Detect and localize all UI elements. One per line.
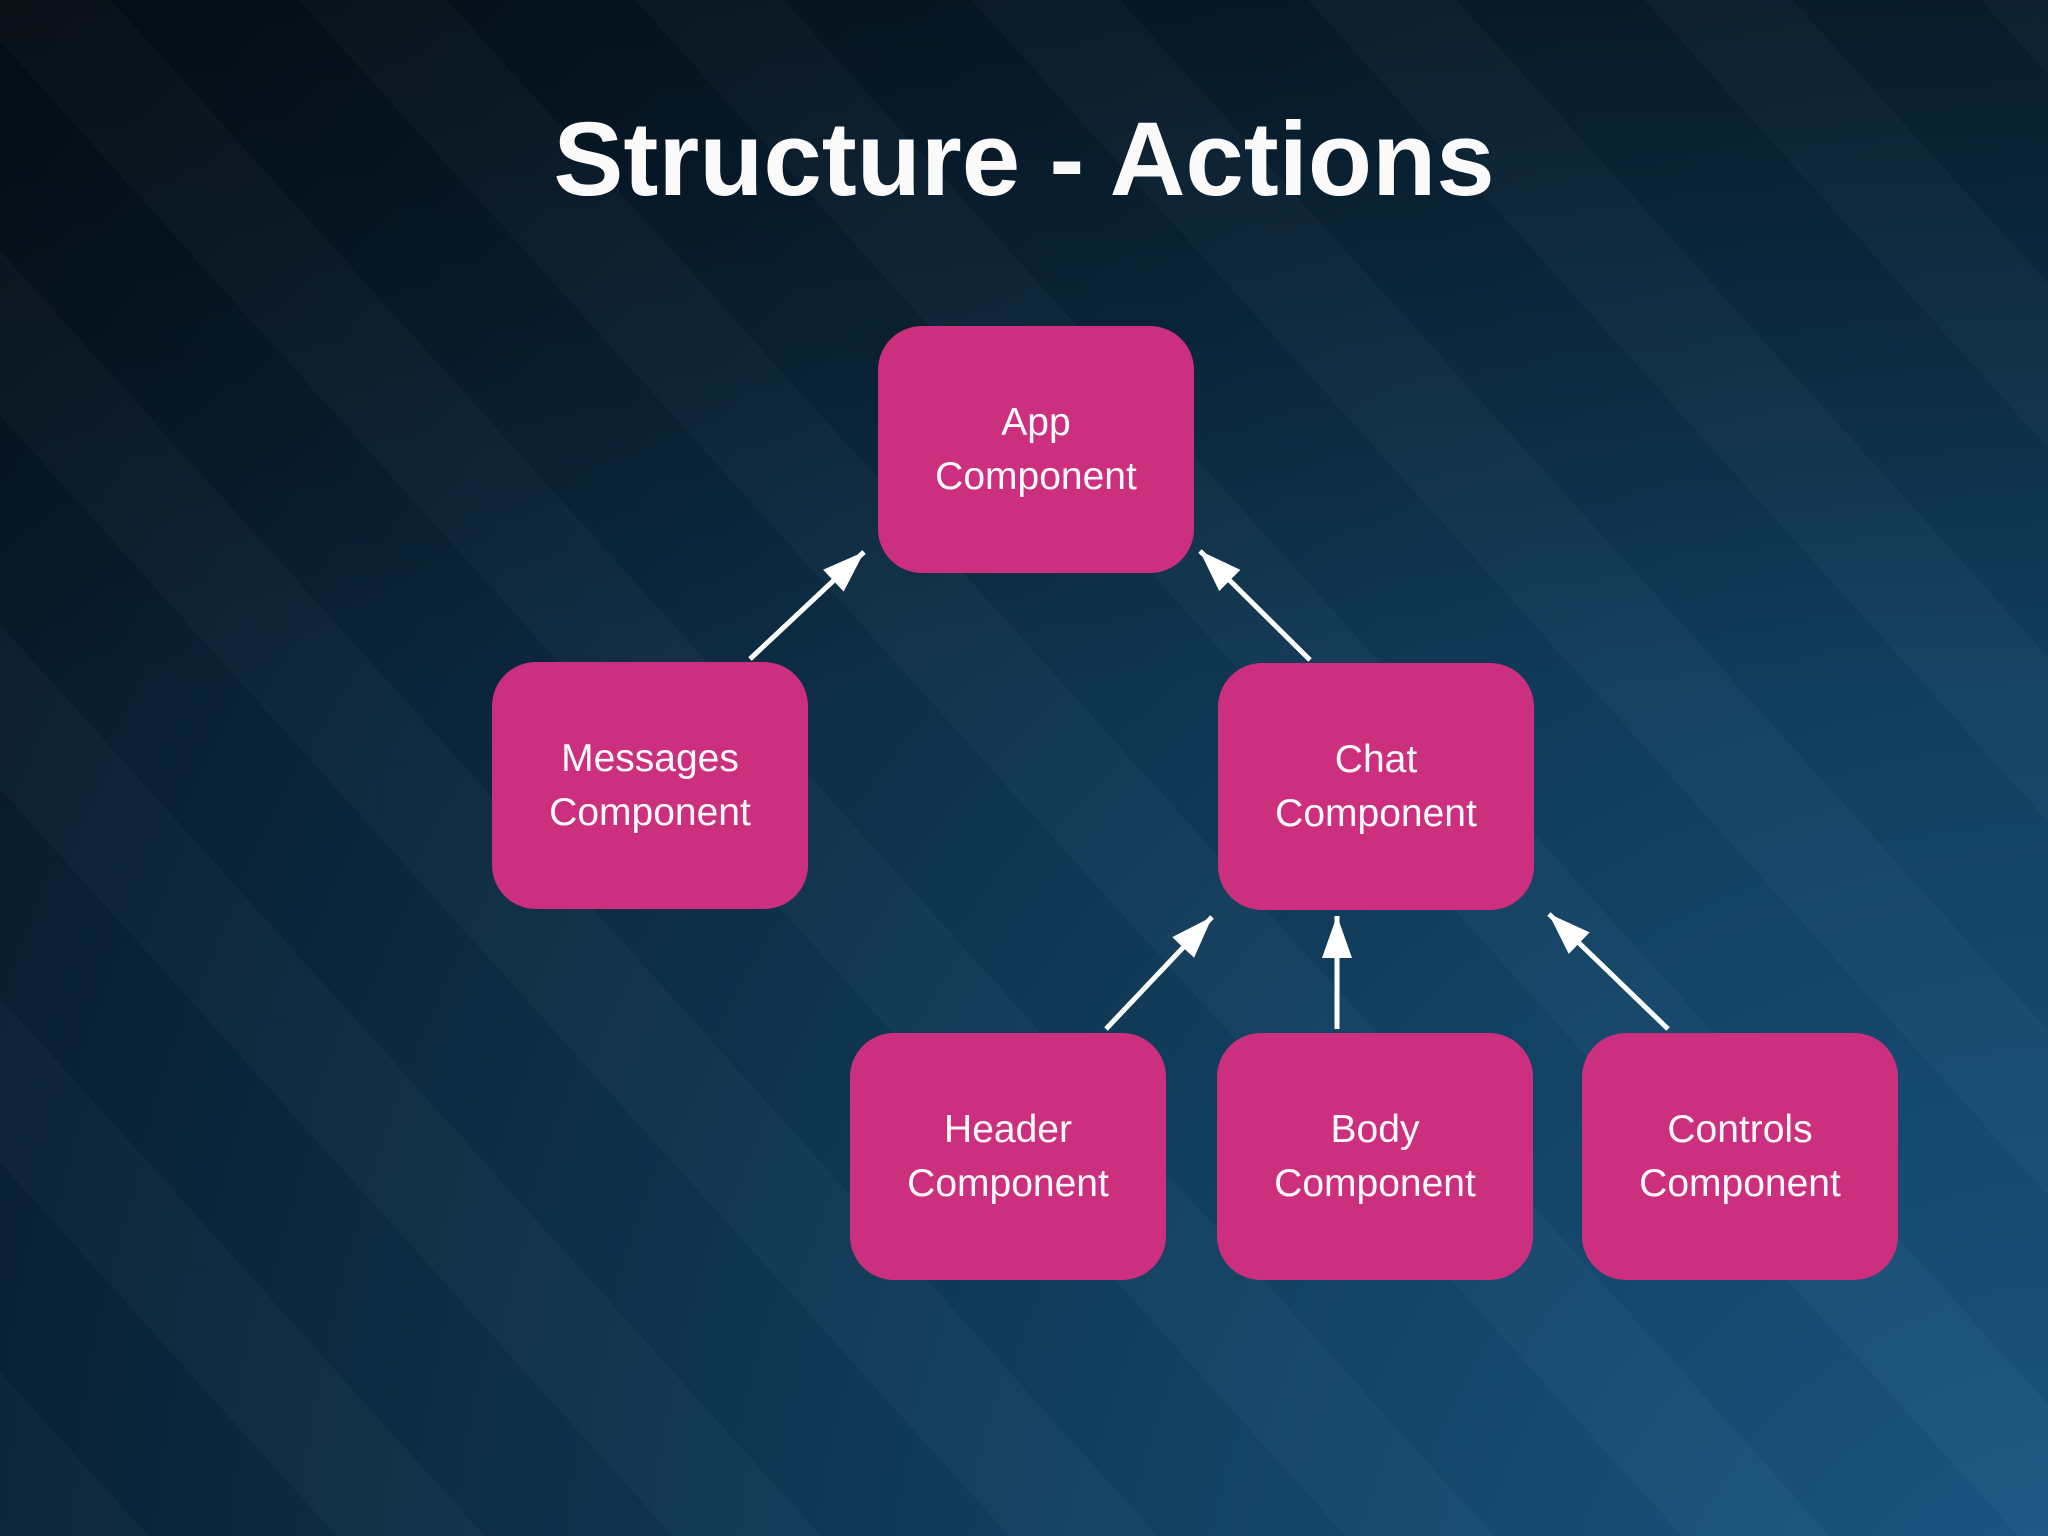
node-chat-label-line1: Chat: [1334, 737, 1418, 781]
node-messages-label-line2: Component: [549, 790, 751, 834]
node-controls-label-line1: Controls: [1667, 1107, 1813, 1151]
node-controls-component: Controls Component: [1582, 1033, 1898, 1280]
node-chat-component: Chat Component: [1218, 663, 1534, 910]
node-header-component: Header Component: [850, 1033, 1166, 1280]
arrow-header-to-chat: [1104, 915, 1214, 1031]
node-messages-label-line1: Messages: [561, 736, 739, 780]
node-app-label-line2: Component: [935, 454, 1137, 498]
arrow-messages-to-app: [748, 550, 866, 661]
node-body-component: Body Component: [1217, 1033, 1533, 1280]
node-app-label-line1: App: [1001, 400, 1071, 444]
node-app-component: App Component: [878, 326, 1194, 573]
node-controls-label-line2: Component: [1639, 1161, 1841, 1205]
arrow-chat-to-app: [1198, 549, 1312, 662]
node-body-label-line1: Body: [1330, 1107, 1420, 1151]
node-body-label-line2: Component: [1274, 1161, 1476, 1205]
arrow-controls-to-chat: [1547, 912, 1670, 1031]
slide-title: Structure - Actions: [553, 101, 1495, 218]
node-header-label-line2: Component: [907, 1161, 1109, 1205]
node-chat-label-line2: Component: [1275, 791, 1477, 835]
node-messages-component: Messages Component: [492, 662, 808, 909]
node-header-label-line1: Header: [944, 1107, 1072, 1151]
